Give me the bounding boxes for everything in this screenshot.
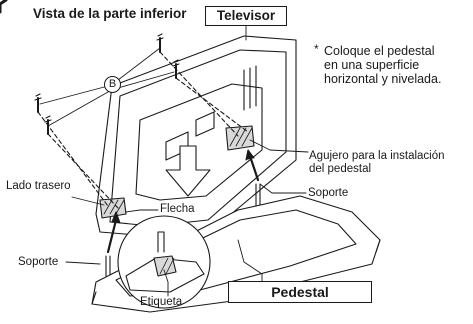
note-asterisk: *	[314, 42, 319, 56]
leader-soporte-l	[65, 261, 101, 265]
align-arrow-left	[106, 218, 118, 254]
televisor-label: Televisor	[205, 6, 287, 26]
page-title: Vista de la parte inferior	[33, 6, 187, 21]
support-peg-right	[255, 183, 261, 207]
screw-tm	[172, 59, 180, 79]
note-line-1: Coloque el pedestal	[324, 44, 435, 58]
leader-etiqueta	[163, 269, 169, 297]
screw-guide-2	[175, 77, 249, 133]
screw-tr	[156, 33, 164, 53]
screw-guide-4	[47, 133, 119, 209]
screw-guide-1	[159, 51, 239, 137]
note-line-3: horizontal y nivelada.	[324, 72, 442, 86]
tv-inner-frame	[109, 49, 287, 227]
note-line-2: en una superficie	[324, 58, 420, 72]
agujero-label-line1: Agujero para la instalación	[309, 150, 445, 162]
support-peg-left	[105, 255, 111, 277]
screw-bl	[44, 115, 52, 135]
leader-soporte-r	[259, 183, 307, 194]
screw-marker-b: B	[104, 76, 121, 93]
soporte-left-label: Soporte	[18, 256, 59, 268]
tv-vents	[243, 65, 257, 111]
agujero-label-line2: del pedestal	[309, 163, 372, 175]
pedestal-leader	[237, 239, 263, 283]
corner-arrow	[0, 0, 8, 14]
magnifier-clip	[153, 255, 177, 277]
flecha-label: Flecha	[160, 203, 195, 215]
screw-guide-3	[37, 111, 109, 207]
insertion-arrow	[165, 145, 211, 197]
tv-slot-2	[195, 111, 215, 137]
screw-ml	[34, 93, 42, 113]
leader-lado	[71, 196, 105, 206]
align-arrow-right	[248, 154, 260, 182]
lado-trasero-label: Lado trasero	[6, 180, 71, 192]
etiqueta-label: Etiqueta	[140, 296, 183, 308]
leader-flecha	[125, 209, 159, 213]
magnifier-peg	[157, 231, 165, 253]
tv-center-panel	[135, 83, 263, 201]
leader-agujero	[249, 139, 309, 153]
pedestal-rim	[91, 239, 381, 305]
soporte-right-label: Soporte	[308, 187, 349, 199]
pedestal-label: Pedestal	[228, 281, 372, 303]
